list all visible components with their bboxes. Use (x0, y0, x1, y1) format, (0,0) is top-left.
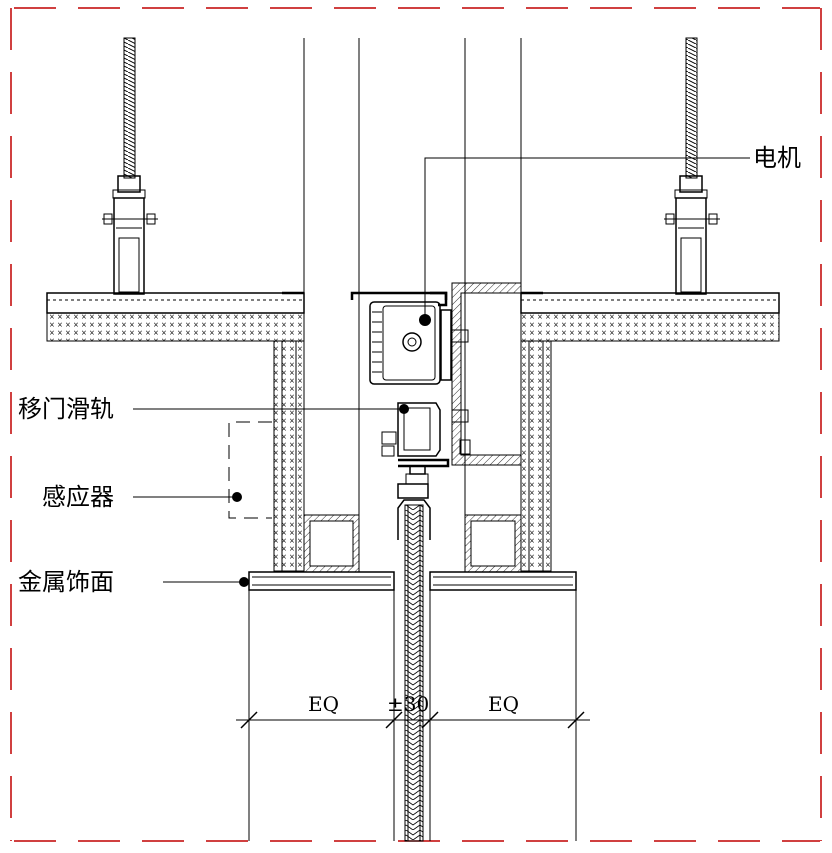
rail-leader-dot (399, 404, 409, 414)
right-vertical-cladding (520, 340, 552, 572)
dimension-left-label: EQ (308, 692, 339, 716)
right-metal-finish-panel (429, 571, 577, 591)
dimension-right-label: EQ (488, 692, 519, 716)
sliding-rail-trolley (381, 402, 450, 499)
motor-leader-dot (419, 314, 431, 326)
metal-finish-label: 金属饰面 (18, 568, 114, 596)
sensor-outline (228, 421, 272, 519)
left-square-tube (303, 514, 360, 573)
motor-label: 电机 (753, 144, 801, 172)
right-square-tube (464, 514, 522, 573)
metal-finish-leader-dot (239, 577, 249, 587)
leader-lines (133, 157, 750, 583)
left-metal-finish-panel (248, 571, 395, 591)
glass-door-leaf (397, 499, 431, 842)
left-vertical-cladding (273, 340, 305, 572)
sensor-label: 感应器 (42, 483, 114, 511)
left-hanger (102, 37, 158, 295)
dimension-line (236, 711, 590, 729)
reference-lines (248, 38, 577, 841)
right-ceiling-board (520, 291, 780, 342)
drawing-border (10, 7, 822, 842)
motor-housing (350, 291, 471, 455)
left-ceiling-board (46, 291, 305, 342)
channel-bracket (451, 282, 522, 466)
dimension-center-label: ±30 (387, 692, 429, 716)
right-hanger (664, 37, 720, 295)
sensor-leader-dot (232, 492, 242, 502)
sliding-rail-label: 移门滑轨 (18, 395, 114, 423)
